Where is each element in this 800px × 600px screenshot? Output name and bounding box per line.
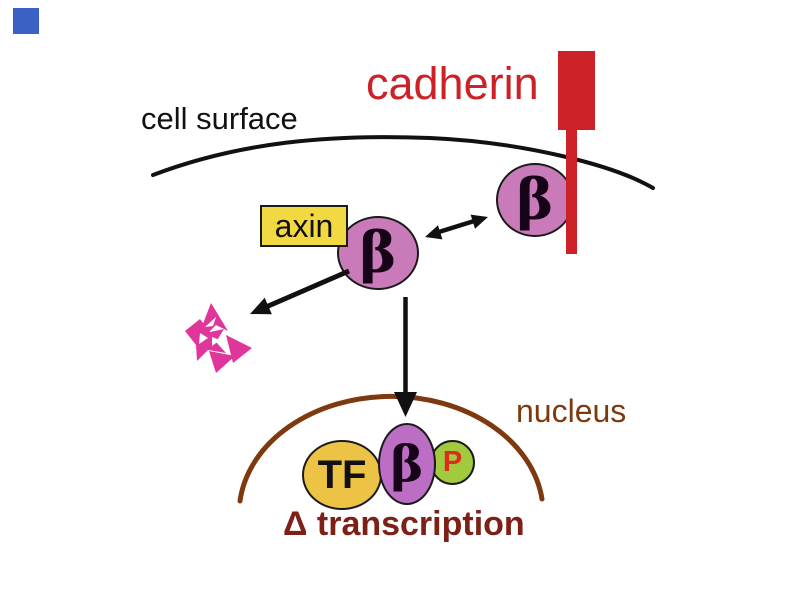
- fragment-gap: [212, 337, 220, 346]
- degradation-fragments-icon: [185, 303, 252, 373]
- nucleus-envelope-arc: [237, 393, 545, 504]
- tf-label: TF: [317, 453, 367, 497]
- fragment-shard: [209, 351, 235, 373]
- cell-surface-label: cell surface: [141, 101, 298, 136]
- beta-catenin-nucleus-circle: β: [378, 423, 436, 505]
- blue-corner-marker: [13, 8, 39, 34]
- beta-symbol: β: [516, 167, 554, 233]
- transcription-factor-circle: TF: [302, 440, 382, 510]
- phosphate-label: P: [442, 446, 463, 478]
- beta-symbol: β: [390, 434, 424, 493]
- transcription-label: Δ transcription: [283, 505, 525, 543]
- nucleus-label: nucleus: [516, 393, 627, 429]
- beta-catenin-membrane-circle: β: [496, 163, 574, 237]
- cadherin-receptor-stem: [566, 128, 577, 254]
- fragment-gap: [205, 317, 216, 327]
- cell-membrane-arc: [151, 135, 655, 190]
- axin-label: axin: [274, 208, 334, 244]
- fragment-gap: [199, 333, 208, 344]
- beta-symbol: β: [359, 220, 397, 286]
- beta-catenin-axin-circle: β: [337, 216, 419, 290]
- axin-box: axin: [260, 205, 348, 247]
- phosphate-circle: P: [430, 440, 475, 485]
- cadherin-receptor-head: [558, 51, 595, 130]
- fragment-shard: [185, 319, 226, 361]
- cadherin-label: cadherin: [366, 58, 539, 109]
